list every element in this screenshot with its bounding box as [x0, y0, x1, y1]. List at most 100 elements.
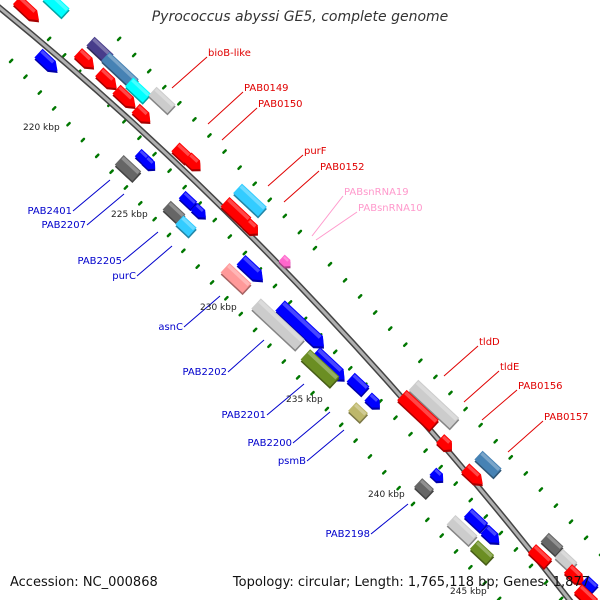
- gene-feature-highlight: [183, 192, 196, 204]
- gene-feature-highlight: [533, 545, 551, 562]
- gene-label: PAB0149: [244, 83, 289, 94]
- tick-mark: [224, 295, 229, 301]
- backbone-arc: [0, 6, 572, 600]
- gene-feature: [581, 575, 599, 595]
- tick-mark: [583, 535, 589, 541]
- gene-feature-highlight: [107, 53, 138, 82]
- tick-mark: [287, 300, 293, 305]
- gene-feature: [251, 298, 305, 352]
- label-leader-line: [443, 345, 479, 377]
- gene-feature: [190, 202, 206, 220]
- tick-mark: [310, 390, 315, 396]
- label-leader-line: [315, 211, 358, 241]
- gene-feature-highlight: [92, 38, 113, 57]
- gene-feature: [573, 584, 599, 600]
- tick-mark: [295, 375, 301, 380]
- gene-feature-highlight: [569, 565, 582, 577]
- tick-mark: [61, 53, 67, 58]
- gene-feature-highlight: [546, 534, 562, 549]
- label-leader-line: [481, 389, 518, 421]
- tick-mark: [482, 580, 488, 586]
- gene-feature-highlight: [283, 256, 289, 262]
- tick-mark: [51, 106, 57, 111]
- gene-feature: [220, 197, 252, 230]
- tick-mark: [453, 481, 459, 486]
- gene-feature-highlight: [239, 185, 266, 210]
- gene-label: psmB: [278, 456, 306, 467]
- gene-feature-body: [251, 298, 305, 350]
- gene-feature-body: [469, 540, 495, 564]
- gene-feature: [474, 450, 502, 480]
- tick-mark: [347, 365, 353, 371]
- tick-mark: [463, 406, 468, 412]
- gene-feature-highlight: [79, 49, 92, 61]
- tick-mark: [131, 52, 137, 58]
- gene-feature: [101, 51, 139, 91]
- gene-label: tldE: [500, 362, 519, 373]
- tick-mark: [37, 90, 43, 95]
- gene-labels: bioB-likePAB0149PAB0150purFPAB0152PABsnR…: [27, 48, 588, 540]
- gene-feature: [112, 84, 136, 109]
- gene-feature: [540, 532, 564, 558]
- gene-features: [12, 0, 599, 600]
- gene-feature: [348, 402, 369, 424]
- tick-mark: [332, 349, 338, 355]
- gene-feature: [408, 379, 460, 431]
- gene-feature-highlight: [101, 68, 114, 81]
- tick-mark: [568, 519, 574, 525]
- gene-feature-highlight: [415, 381, 458, 421]
- tick-mark: [402, 342, 408, 348]
- gene-feature-body: [242, 218, 258, 235]
- gene-label: PAB2401: [27, 206, 72, 217]
- gene-feature-highlight: [352, 374, 368, 389]
- gene-feature-body: [275, 300, 324, 347]
- gene-feature-body: [73, 48, 95, 68]
- gene-feature-highlight: [560, 550, 576, 565]
- gene-label: purF: [304, 146, 327, 157]
- tick-mark: [146, 68, 152, 74]
- gene-feature: [141, 155, 156, 172]
- gene-feature: [436, 434, 452, 453]
- gene-feature: [275, 300, 325, 349]
- gene-feature-highlight: [146, 156, 154, 164]
- tick-mark: [94, 153, 100, 159]
- gene-feature-body: [463, 508, 489, 532]
- gene-label: PAB0152: [320, 162, 365, 173]
- tick-mark: [152, 151, 157, 157]
- gene-feature-highlight: [189, 153, 199, 163]
- gene-feature-body: [114, 155, 142, 181]
- gene-feature-highlight: [181, 216, 196, 231]
- tick-mark: [327, 261, 333, 267]
- tick-mark: [410, 501, 416, 507]
- tick-mark: [207, 133, 212, 138]
- gene-feature-body: [42, 0, 70, 18]
- gene-feature-body: [220, 263, 252, 293]
- label-leader-line: [207, 91, 244, 125]
- gene-feature: [178, 190, 198, 212]
- gene-feature: [236, 255, 264, 283]
- gene-feature-highlight: [404, 391, 438, 423]
- gene-feature: [446, 515, 478, 548]
- gene-feature-highlight: [434, 468, 442, 476]
- label-leader-line: [292, 411, 331, 444]
- tick-mark: [543, 580, 549, 585]
- gene-feature-body: [148, 86, 176, 114]
- tick-mark: [137, 135, 142, 141]
- scale-label: 235 kbp: [286, 395, 323, 405]
- gene-feature-highlight: [154, 88, 175, 107]
- gene-feature-body: [12, 0, 39, 21]
- gene-feature-body: [397, 389, 439, 431]
- gene-feature-highlight: [480, 452, 501, 471]
- gene-feature-highlight: [195, 204, 204, 213]
- gene-feature: [480, 524, 500, 545]
- gene-feature-body: [461, 463, 483, 485]
- gene-feature-highlight: [227, 264, 250, 287]
- tick-mark: [209, 280, 215, 285]
- gene-feature-body: [178, 190, 198, 210]
- gene-feature-body: [236, 255, 263, 281]
- tick-mark: [242, 250, 248, 256]
- gene-feature: [461, 463, 483, 487]
- tick-mark: [508, 454, 514, 460]
- label-leader-line: [267, 154, 304, 187]
